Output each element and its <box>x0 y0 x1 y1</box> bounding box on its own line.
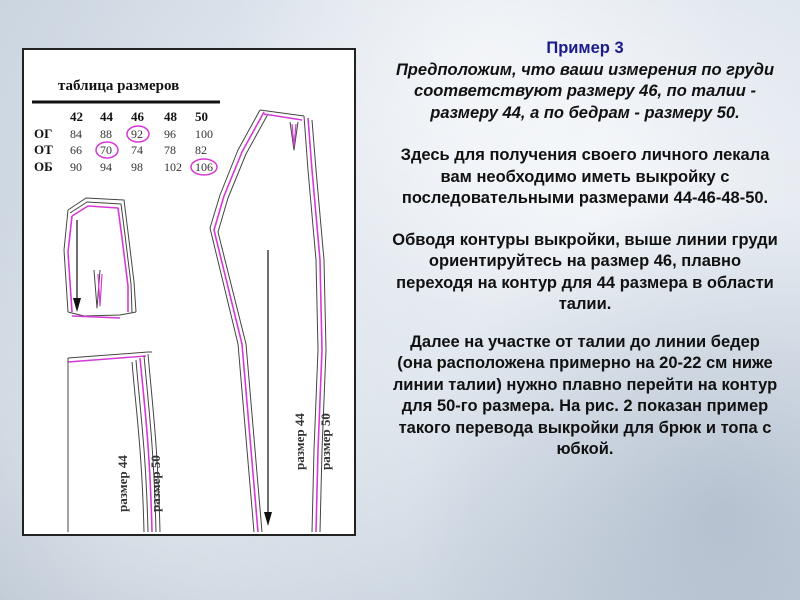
trousers-label-size-44: размер 44 <box>292 413 307 470</box>
size-table-title: таблица размеров <box>58 78 179 94</box>
cell: 90 <box>70 160 82 174</box>
pattern-figure: таблица размеров 42 44 46 48 50 ОГ 84 88… <box>22 48 356 536</box>
cell: 84 <box>70 127 82 141</box>
row-label-ot: ОТ <box>34 142 53 157</box>
cell: 70 <box>100 143 112 157</box>
paragraph-bust-waist: Обводя контуры выкройки, выше линии груд… <box>392 230 778 314</box>
cell: 88 <box>100 127 112 141</box>
cell: 82 <box>195 143 207 157</box>
paragraph-hips: Далее на участке от талии до линии бедер… <box>392 332 778 459</box>
row-label-og: ОГ <box>34 126 52 141</box>
skirt-pattern <box>67 351 161 533</box>
circle-og-92 <box>126 125 150 143</box>
circle-ob-106 <box>190 158 218 176</box>
trousers-label-size-50: размер 50 <box>318 413 333 470</box>
selection-circles <box>95 125 218 176</box>
cell: 102 <box>164 160 182 174</box>
cell: 100 <box>195 127 213 141</box>
size-table-header: 42 44 46 48 50 <box>70 109 208 124</box>
size-col-46: 46 <box>131 109 145 124</box>
size-col-48: 48 <box>164 109 178 124</box>
cell: 66 <box>70 143 82 157</box>
row-label-ob: ОБ <box>34 159 53 174</box>
cell: 78 <box>164 143 176 157</box>
explanation-text: Пример 3 Предположим, что ваши измерения… <box>392 38 778 461</box>
pattern-drawing: таблица размеров 42 44 46 48 50 ОГ 84 88… <box>32 78 333 533</box>
cell: 96 <box>164 127 176 141</box>
size-col-50: 50 <box>195 109 208 124</box>
cell: 92 <box>131 127 143 141</box>
trousers-pattern <box>209 109 327 533</box>
cell: 74 <box>131 143 143 157</box>
size-col-42: 42 <box>70 109 83 124</box>
cell: 94 <box>100 160 112 174</box>
paragraph-pattern-sizes: Здесь для получения своего личного лекал… <box>400 146 770 207</box>
cell: 106 <box>195 160 213 174</box>
skirt-label-size-50: размер 50 <box>148 455 163 512</box>
size-table-body: ОГ 84 88 92 96 100 ОТ 66 70 74 78 82 ОБ … <box>34 126 213 174</box>
skirt-label-size-44: размер 44 <box>115 455 130 512</box>
top-pattern <box>63 197 137 319</box>
intro-paragraph: Предположим, что ваши измерения по груди… <box>395 60 775 122</box>
circle-ot-70 <box>95 141 119 159</box>
example-heading: Пример 3 <box>546 39 624 57</box>
size-col-44: 44 <box>100 109 114 124</box>
cell: 98 <box>131 160 143 174</box>
